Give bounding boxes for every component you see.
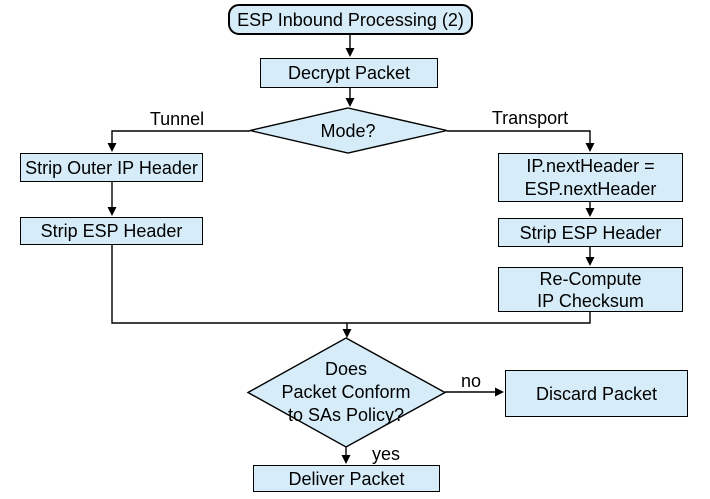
- node-ip-nextheader: IP.nextHeader = ESP.nextHeader: [498, 153, 683, 202]
- arrowhead-right-icon: [495, 387, 504, 397]
- arrowhead-down-icon: [585, 143, 595, 152]
- arrowhead-down-icon: [585, 208, 595, 217]
- node-esp-inbound-processing: ESP Inbound Processing (2): [228, 4, 473, 35]
- arrowhead-down-icon: [585, 257, 595, 266]
- node-mode-decision-label: Mode?: [320, 121, 376, 141]
- node-strip-esp-header-tunnel: Strip ESP Header: [20, 217, 203, 245]
- arrowhead-down-icon: [345, 48, 355, 57]
- edge-transport-merge: [347, 312, 591, 324]
- node-recompute-ip-checksum: Re-Compute IP Checksum: [498, 267, 683, 312]
- edge-tunnel-merge: [111, 245, 347, 324]
- edge-label-no: no: [460, 371, 482, 391]
- arrowhead-down-icon: [107, 207, 117, 216]
- arrowhead-down-icon: [107, 143, 117, 152]
- node-decrypt-packet: Decrypt Packet: [260, 58, 438, 88]
- node-deliver-packet: Deliver Packet: [253, 465, 440, 492]
- node-policy-decision-label: Does Packet Conform to SAs Policy?: [281, 359, 411, 425]
- node-strip-esp-header-transport: Strip ESP Header: [498, 218, 683, 247]
- edge-label-yes: yes: [371, 444, 400, 464]
- edge-label-transport: Transport: [491, 108, 569, 128]
- node-strip-outer-ip-header: Strip Outer IP Header: [20, 153, 203, 182]
- edge-mode-tunnel: [111, 130, 250, 145]
- node-discard-packet: Discard Packet: [505, 370, 688, 417]
- arrowhead-down-icon: [345, 98, 355, 107]
- arrowhead-down-icon: [342, 329, 352, 338]
- arrowhead-down-icon: [341, 455, 351, 464]
- edge-mode-transport: [447, 130, 591, 145]
- edge-label-tunnel: Tunnel: [149, 109, 205, 129]
